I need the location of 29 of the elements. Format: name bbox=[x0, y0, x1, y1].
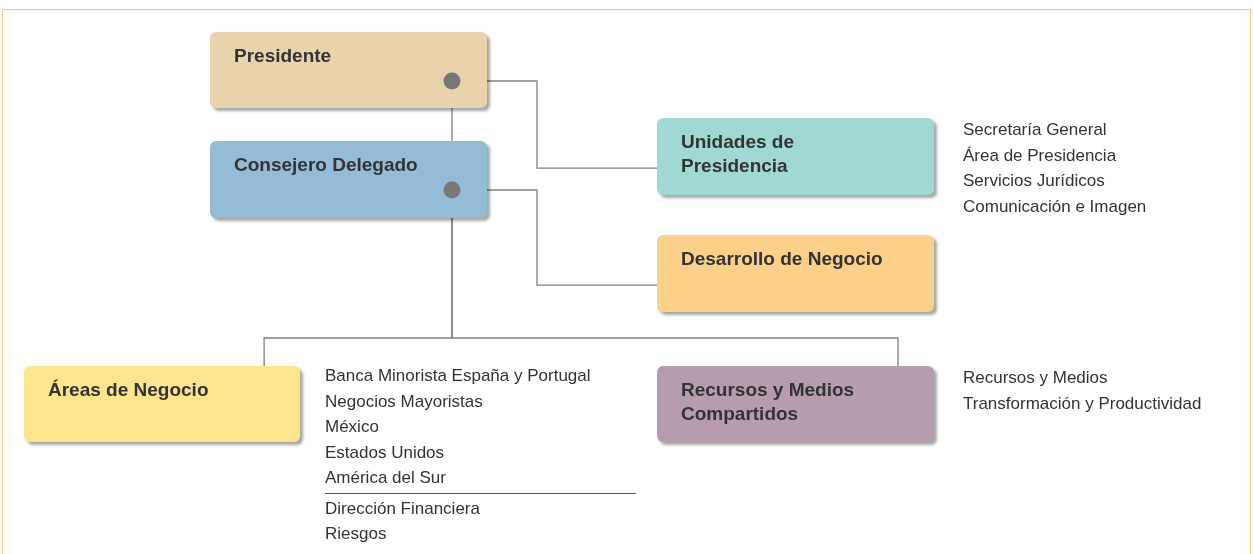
list-item: Servicios Jurídicos bbox=[963, 170, 1106, 192]
org-box bbox=[24, 366, 300, 442]
list-item: Comunicación e Imagen bbox=[963, 195, 1147, 218]
box-title: Consejero Delegado bbox=[234, 153, 419, 177]
org-box bbox=[657, 235, 934, 312]
list-item: Recursos y Medios bbox=[963, 367, 1109, 389]
box-title: Presidente bbox=[234, 44, 333, 68]
org-box bbox=[657, 366, 934, 442]
list-item: América del Sur bbox=[325, 467, 447, 489]
list-item: Transformación y Productividad bbox=[963, 392, 1202, 415]
box-title: Áreas de Negocio bbox=[48, 378, 210, 402]
list-item: Banca Minorista España y Portugal bbox=[325, 365, 592, 387]
org-box bbox=[210, 32, 487, 108]
list-item: Secretaría General bbox=[963, 119, 1108, 141]
list-item: Estados Unidos bbox=[325, 441, 446, 464]
connector-line bbox=[486, 189, 658, 286]
list-item: México bbox=[325, 416, 380, 438]
list-item: Negocios Mayoristas bbox=[325, 390, 484, 413]
connector-line bbox=[451, 217, 899, 367]
connector-line bbox=[486, 80, 658, 169]
box-title: Desarrollo de Negocio bbox=[681, 247, 884, 271]
list-item: Riesgos bbox=[325, 523, 388, 545]
box-title: Recursos y Medios Compartidos bbox=[681, 378, 856, 426]
list-item: Área de Presidencia bbox=[963, 144, 1118, 167]
box-title: Unidades de Presidencia bbox=[681, 130, 795, 178]
list-item: Dirección Financiera bbox=[325, 497, 481, 520]
org-box bbox=[210, 141, 487, 218]
org-box bbox=[657, 118, 934, 195]
connector-line bbox=[451, 107, 453, 142]
